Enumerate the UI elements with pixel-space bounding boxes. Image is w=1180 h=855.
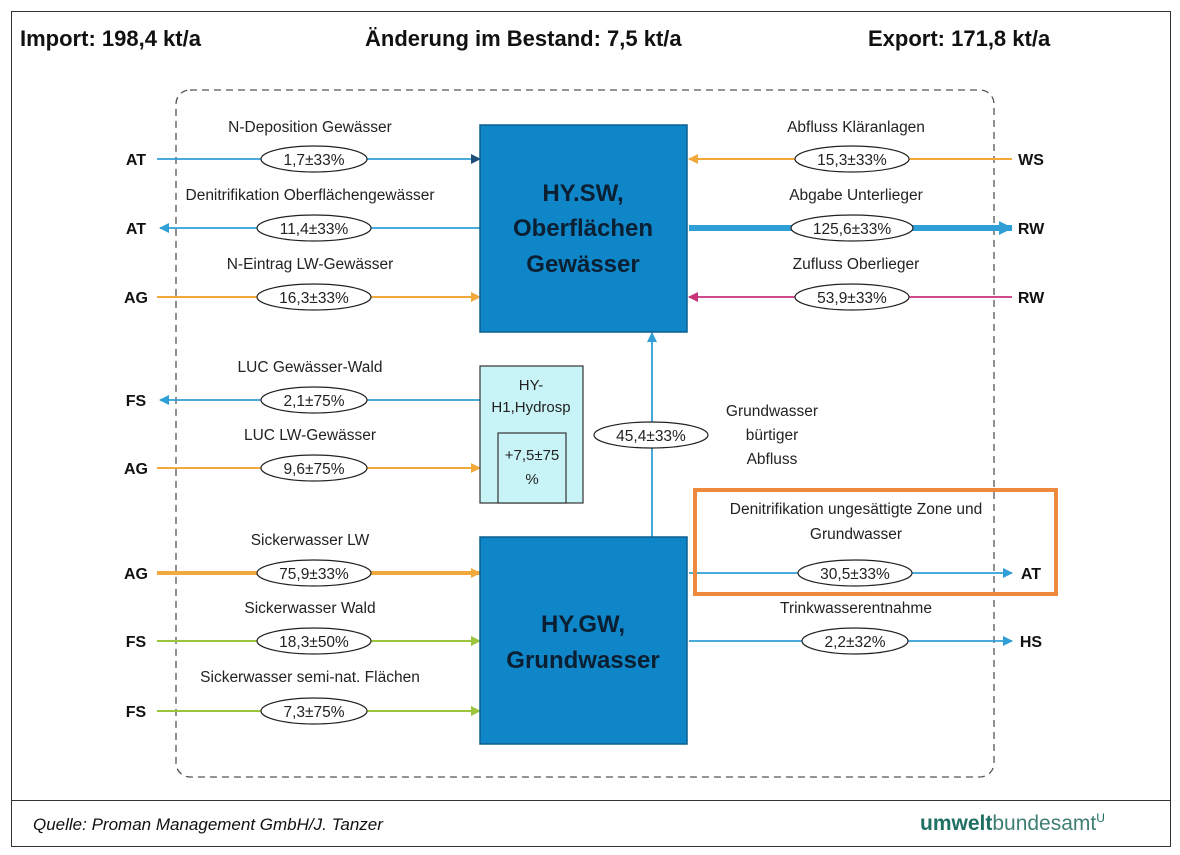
groundwater-title-2: Grundwasser bbox=[506, 647, 659, 674]
unterlieger-value-ellipse bbox=[790, 214, 914, 242]
oberlieger-label: Zufluss Oberlieger bbox=[793, 256, 920, 273]
luc-wald-value: 2,1±75% bbox=[283, 393, 344, 410]
klaeranlagen-value: 15,3±33% bbox=[817, 152, 887, 169]
node-ag-1: AG bbox=[124, 290, 148, 307]
nitrogen-flow-diagram: HY.SW, Oberflächen Gewässer HY.GW, Grund… bbox=[124, 89, 1058, 778]
klaeranlagen-label: Abfluss Kläranlagen bbox=[787, 119, 925, 136]
groundwater-discharge-label-2: bürtiger bbox=[746, 427, 799, 444]
umweltbundesamt-logo: umweltbundesamtU bbox=[920, 811, 1105, 836]
hydrosphere-stock-box bbox=[497, 432, 567, 504]
footer-divider bbox=[11, 800, 1171, 801]
highlight-frame bbox=[693, 488, 1058, 596]
stock-change-total: Änderung im Bestand: 7,5 kt/a bbox=[365, 26, 682, 51]
import-total: Import: 198,4 kt/a bbox=[20, 26, 201, 51]
klaeranlagen-value-ellipse bbox=[794, 145, 910, 173]
hydrosphere-title-2: H1,Hydrosp bbox=[491, 399, 570, 416]
luc-lw-label: LUC LW-Gewässer bbox=[244, 427, 376, 444]
groundwater-discharge-value-ellipse bbox=[593, 421, 709, 449]
denitrification-sw-value-ellipse bbox=[256, 214, 372, 242]
system-boundary bbox=[175, 89, 995, 778]
figure-frame bbox=[11, 11, 1171, 847]
deposition-value: 1,7±33% bbox=[283, 152, 344, 169]
denitrification-sw-value: 11,4±33% bbox=[280, 221, 349, 238]
denitrification-gw-value-ellipse bbox=[797, 559, 913, 587]
luc-wald-label: LUC Gewässer-Wald bbox=[238, 359, 383, 376]
denitrification-sw-label: Denitrifikation Oberflächengewässer bbox=[186, 187, 435, 204]
node-at-2: AT bbox=[126, 221, 146, 238]
trinkwasser-value-ellipse bbox=[801, 627, 909, 655]
unterlieger-value: 125,6±33% bbox=[813, 221, 892, 238]
surface-water-title-2: Oberflächen bbox=[513, 215, 653, 242]
trinkwasser-label: Trinkwasserentnahme bbox=[780, 600, 932, 617]
hydrosphere-stock-change-2: % bbox=[525, 471, 538, 488]
denitrification-gw-label-1: Denitrifikation ungesättigte Zone und bbox=[730, 501, 982, 518]
luc-wald-value-ellipse bbox=[260, 386, 368, 414]
node-fs-3: FS bbox=[126, 704, 147, 721]
node-ws: WS bbox=[1018, 152, 1044, 169]
trinkwasser-value: 2,2±32% bbox=[824, 634, 885, 651]
logo-bold-text: umwelt bbox=[920, 812, 993, 835]
sickerwasser-wald-label: Sickerwasser Wald bbox=[244, 600, 375, 617]
node-hs: HS bbox=[1020, 634, 1043, 651]
unterlieger-label: Abgabe Unterlieger bbox=[789, 187, 923, 204]
node-at-1: AT bbox=[126, 152, 146, 169]
sickerwasser-semi-value-ellipse bbox=[260, 697, 368, 725]
node-at-3: AT bbox=[1021, 566, 1041, 583]
n-eintrag-value: 16,3±33% bbox=[279, 290, 349, 307]
groundwater-title-1: HY.GW, bbox=[541, 611, 625, 638]
luc-lw-value-ellipse bbox=[260, 454, 368, 482]
sickerwasser-wald-value-ellipse bbox=[256, 627, 372, 655]
surface-water-box bbox=[479, 124, 688, 333]
sickerwasser-semi-value: 7,3±75% bbox=[283, 704, 344, 721]
node-rw-2: RW bbox=[1018, 290, 1045, 307]
n-eintrag-value-ellipse bbox=[256, 283, 372, 311]
hydrosphere-stock-change-1: +7,5±75 bbox=[505, 447, 560, 464]
sickerwasser-semi-label: Sickerwasser semi-nat. Flächen bbox=[200, 669, 420, 686]
sickerwasser-lw-value-ellipse bbox=[256, 559, 372, 587]
source-note: Quelle: Proman Management GmbH/J. Tanzer bbox=[33, 815, 383, 834]
hydrosphere-title-1: HY- bbox=[519, 377, 543, 394]
luc-lw-value: 9,6±75% bbox=[283, 461, 344, 478]
export-total: Export: 171,8 kt/a bbox=[868, 26, 1051, 51]
groundwater-box bbox=[479, 536, 688, 745]
node-ag-2: AG bbox=[124, 461, 148, 478]
logo-light-text: bundesamt bbox=[992, 812, 1097, 835]
node-fs-1: FS bbox=[126, 393, 147, 410]
surface-water-title-3: Gewässer bbox=[526, 251, 639, 278]
node-ag-3: AG bbox=[124, 566, 148, 583]
oberlieger-value: 53,9±33% bbox=[817, 290, 887, 307]
groundwater-discharge-label-3: Abfluss bbox=[747, 451, 798, 468]
sickerwasser-wald-value: 18,3±50% bbox=[279, 634, 349, 651]
sickerwasser-lw-value: 75,9±33% bbox=[279, 566, 349, 583]
groundwater-discharge-value: 45,4±33% bbox=[616, 428, 686, 445]
node-fs-2: FS bbox=[126, 634, 147, 651]
node-rw-1: RW bbox=[1018, 221, 1045, 238]
groundwater-discharge-label-1: Grundwasser bbox=[726, 403, 818, 420]
sickerwasser-lw-label: Sickerwasser LW bbox=[251, 532, 370, 549]
n-eintrag-label: N-Eintrag LW-Gewässer bbox=[227, 256, 394, 273]
denitrification-gw-label-2: Grundwasser bbox=[810, 526, 902, 543]
deposition-label: N-Deposition Gewässer bbox=[228, 119, 392, 136]
denitrification-gw-value: 30,5±33% bbox=[820, 566, 890, 583]
oberlieger-value-ellipse bbox=[794, 283, 910, 311]
logo-mark: U bbox=[1096, 811, 1105, 825]
deposition-value-ellipse bbox=[260, 145, 368, 173]
surface-water-title-1: HY.SW, bbox=[542, 180, 623, 207]
